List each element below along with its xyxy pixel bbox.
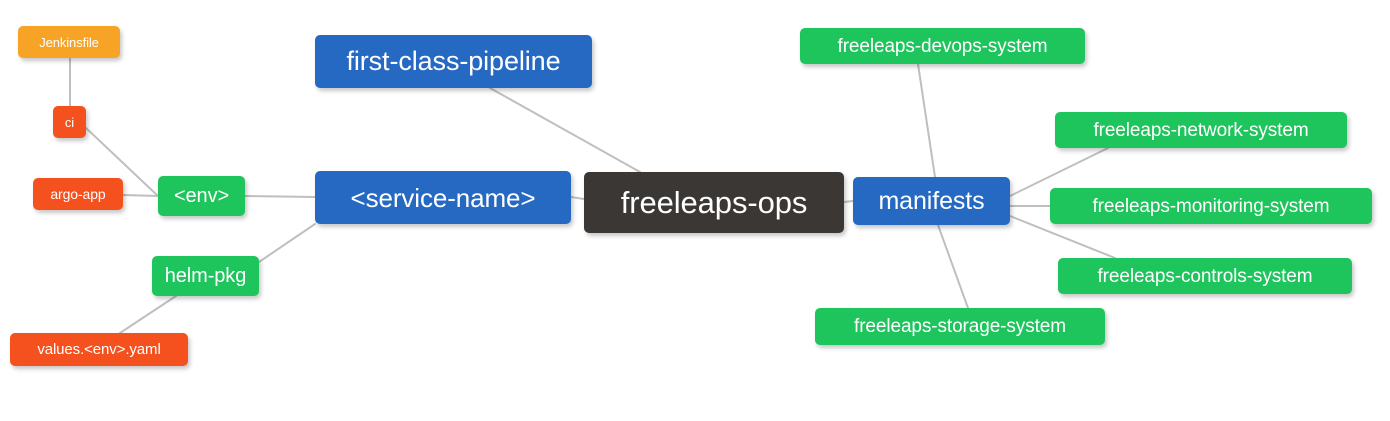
node-freeleaps-controls-system[interactable]: freeleaps-controls-system xyxy=(1058,258,1352,294)
node-helm-pkg[interactable]: helm-pkg xyxy=(152,256,259,296)
node-env[interactable]: <env> xyxy=(158,176,245,216)
edge-first-class-pipeline-to-freeleaps-ops xyxy=(489,87,641,173)
node-first-class-pipeline[interactable]: first-class-pipeline xyxy=(315,35,592,88)
node-label-jenkinsfile: Jenkinsfile xyxy=(39,34,99,50)
node-label-values-yaml: values.<env>.yaml xyxy=(37,341,161,358)
node-label-argo-app: argo-app xyxy=(50,186,106,202)
node-label-freeleaps-network-system: freeleaps-network-system xyxy=(1093,119,1309,141)
node-freeleaps-ops[interactable]: freeleaps-ops xyxy=(584,172,844,233)
node-jenkinsfile[interactable]: Jenkinsfile xyxy=(18,26,120,58)
node-label-freeleaps-devops-system: freeleaps-devops-system xyxy=(837,35,1048,57)
node-label-manifests: manifests xyxy=(878,186,985,215)
node-label-freeleaps-monitoring-system: freeleaps-monitoring-system xyxy=(1092,195,1330,217)
edge-helm-pkg-to-values-yaml xyxy=(119,295,177,334)
node-label-ci: ci xyxy=(64,114,75,130)
node-values-yaml[interactable]: values.<env>.yaml xyxy=(10,333,188,366)
node-freeleaps-monitoring-system[interactable]: freeleaps-monitoring-system xyxy=(1050,188,1372,224)
edge-argo-app-to-env xyxy=(122,194,159,197)
node-label-freeleaps-ops: freeleaps-ops xyxy=(620,185,808,220)
node-label-helm-pkg: helm-pkg xyxy=(164,265,247,287)
node-label-env: <env> xyxy=(173,185,230,207)
node-ci[interactable]: ci xyxy=(53,106,86,138)
edge-freeleaps-ops-to-manifests xyxy=(843,200,854,203)
edge-service-name-to-freeleaps-ops xyxy=(570,196,585,200)
node-freeleaps-storage-system[interactable]: freeleaps-storage-system xyxy=(815,308,1105,345)
node-argo-app[interactable]: argo-app xyxy=(33,178,123,210)
node-freeleaps-network-system[interactable]: freeleaps-network-system xyxy=(1055,112,1347,148)
node-manifests[interactable]: manifests xyxy=(853,177,1010,225)
edge-manifests-to-freeleaps-storage-system xyxy=(937,224,969,309)
edge-manifests-to-freeleaps-devops-system xyxy=(917,63,936,178)
edge-service-name-to-helm-pkg xyxy=(258,223,316,263)
node-label-service-name: <service-name> xyxy=(350,182,536,213)
edge-env-to-service-name xyxy=(244,195,316,198)
node-freeleaps-devops-system[interactable]: freeleaps-devops-system xyxy=(800,28,1085,64)
node-label-first-class-pipeline: first-class-pipeline xyxy=(346,46,561,76)
node-label-freeleaps-controls-system: freeleaps-controls-system xyxy=(1097,265,1313,287)
node-label-freeleaps-storage-system: freeleaps-storage-system xyxy=(854,316,1066,337)
node-service-name[interactable]: <service-name> xyxy=(315,171,571,224)
